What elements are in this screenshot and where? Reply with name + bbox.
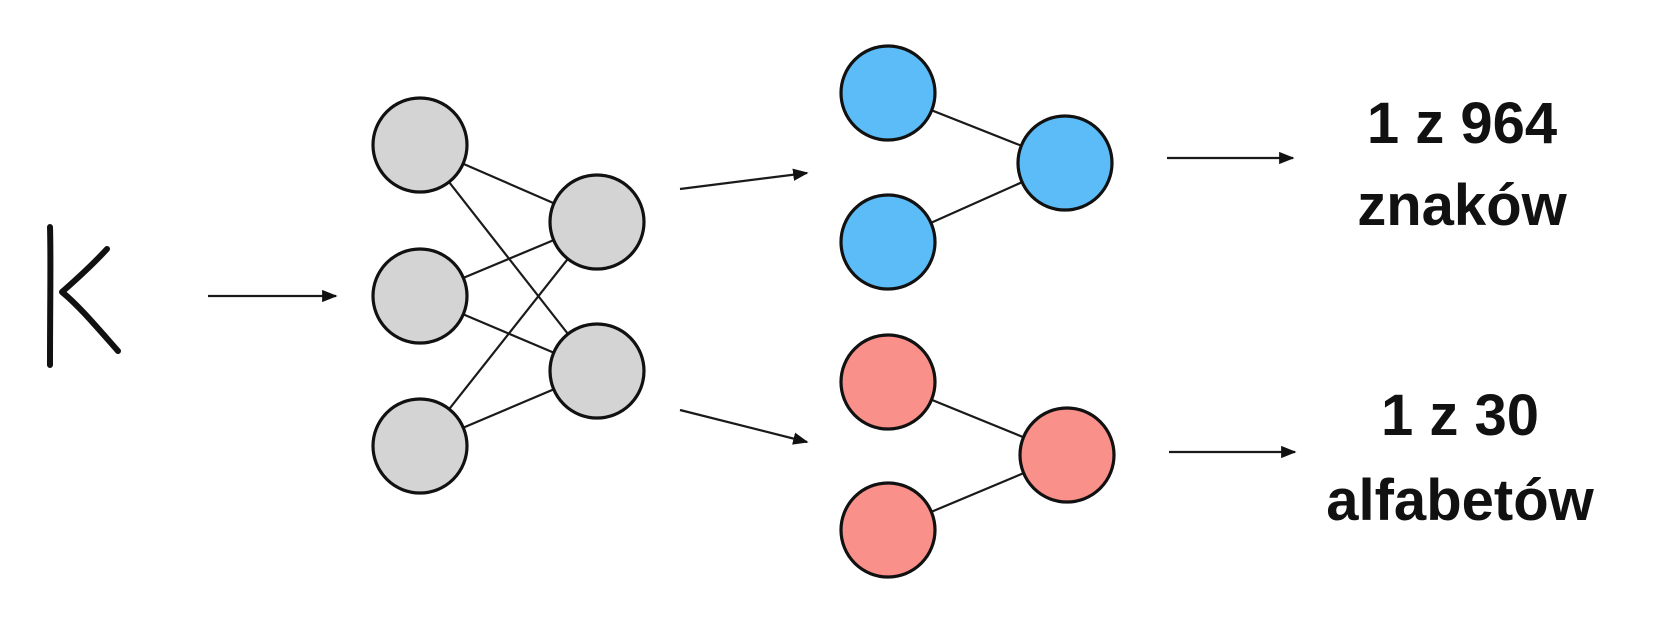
character-head: [839, 44, 1114, 291]
characters-output-count: 1 z 964: [1367, 91, 1557, 156]
shared-hidden-node-1: [548, 173, 646, 271]
shared-input-node-1: [371, 96, 469, 194]
characters-output-label: znaków: [1357, 173, 1567, 238]
alphabet-head-node-1: [839, 333, 937, 431]
character-head-node-1: [839, 44, 937, 142]
branch-arrow-characters: [679, 168, 809, 191]
character-output-node: [1016, 114, 1114, 212]
alphabet-head-node-2: [839, 481, 937, 579]
alphabets-output-label: alfabetów: [1326, 468, 1594, 533]
branch-arrow-alphabets: [679, 408, 809, 445]
shared-input-node-3: [371, 397, 469, 495]
shared-input-node-2: [371, 247, 469, 345]
alphabet-output-node: [1018, 406, 1116, 504]
shared-hidden-node-2: [548, 322, 646, 420]
shared-layer-nodes: [371, 96, 646, 495]
handwritten-k-character-icon: [47, 224, 121, 368]
alphabet-head: [839, 333, 1116, 579]
alphabets-output-count: 1 z 30: [1381, 383, 1539, 448]
character-head-node-2: [839, 193, 937, 291]
